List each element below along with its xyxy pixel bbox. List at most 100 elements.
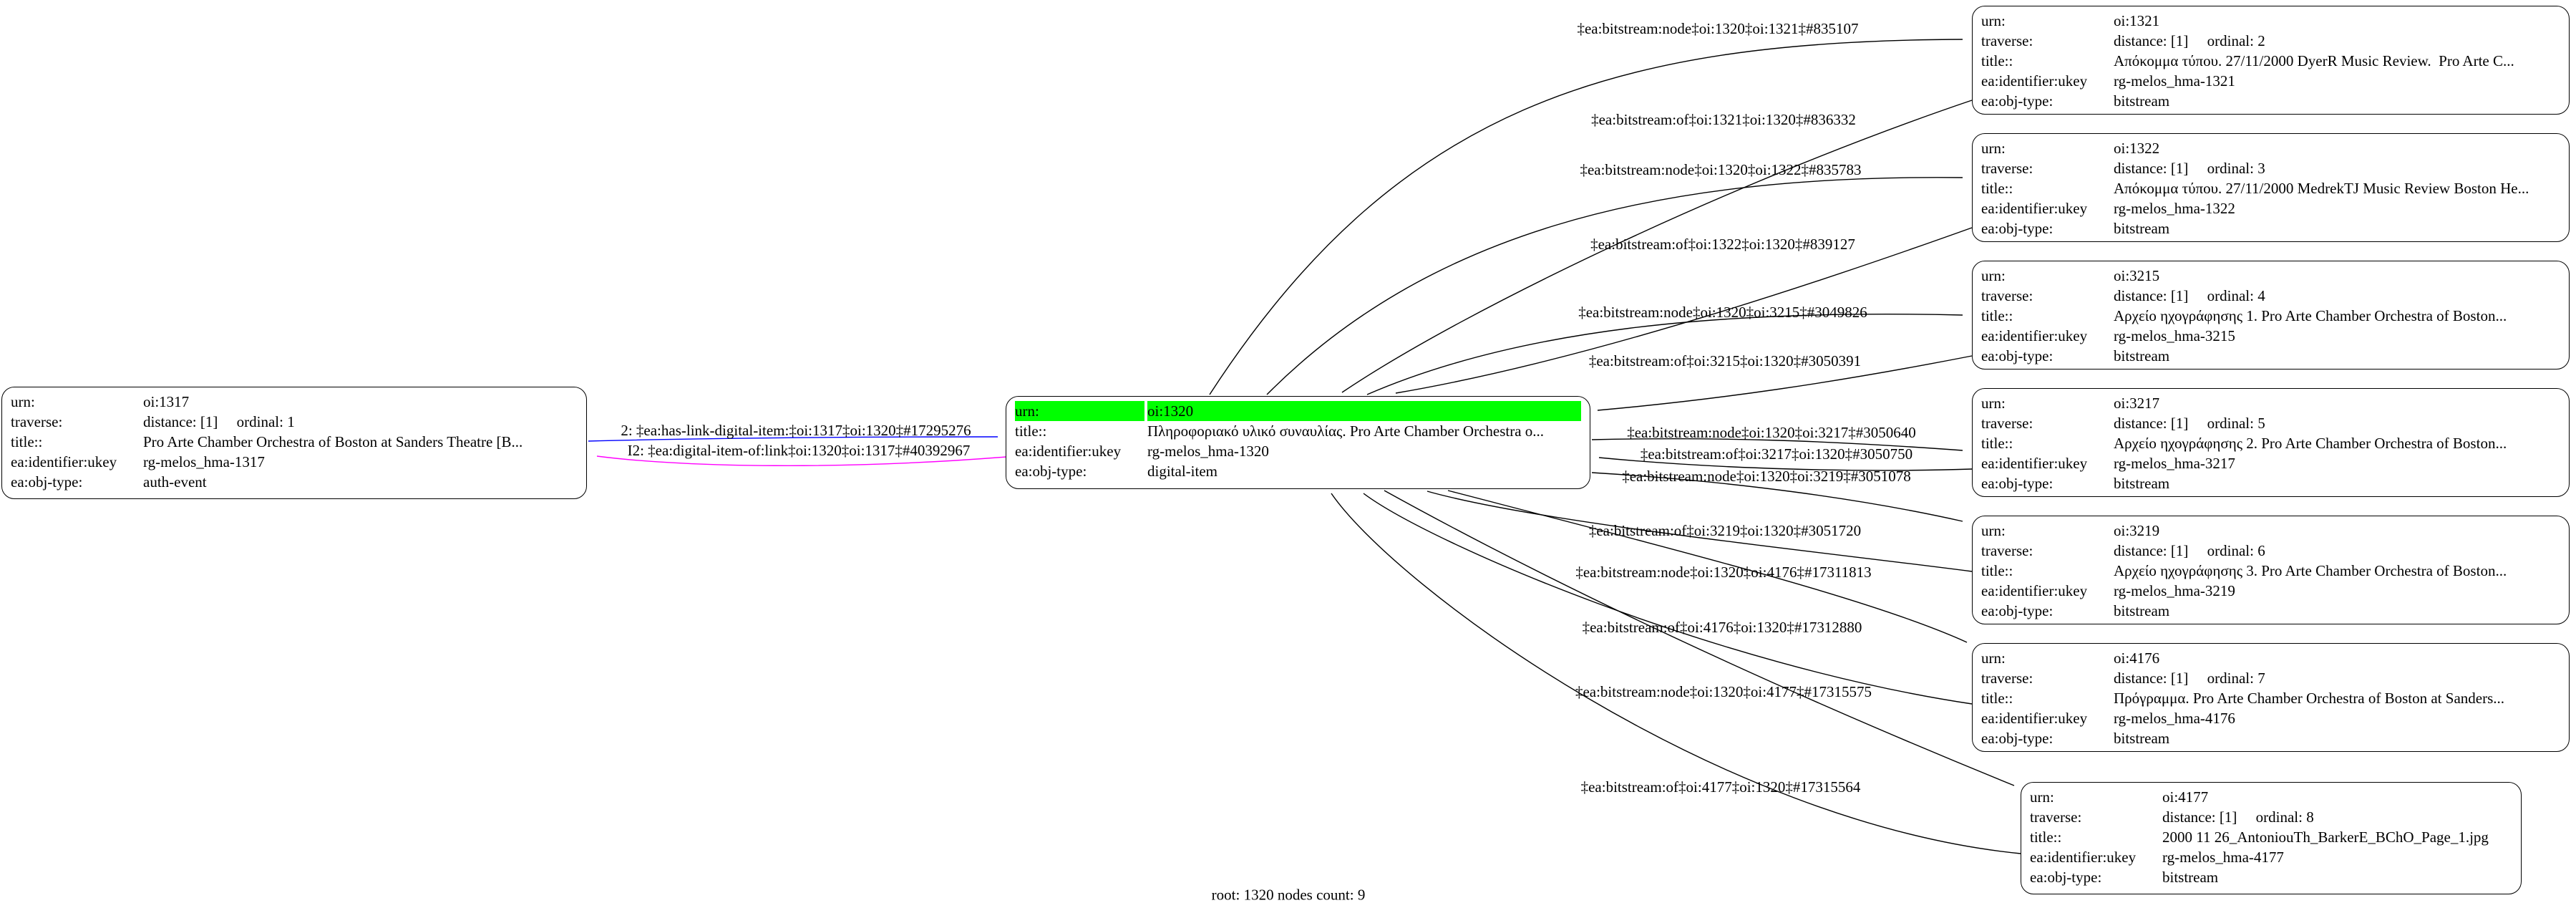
edge-bitstream-of-1321-1320 <box>1341 100 1973 393</box>
field-value: oi:1321 <box>2114 12 2160 29</box>
node-row: ea:obj-type:auth-event <box>2 472 586 492</box>
field-value: oi:3217 <box>2114 395 2160 412</box>
field-label: urn: <box>1981 140 2006 157</box>
field-value: oi:1322 <box>2114 140 2160 157</box>
edge-has-link-digital-item-1317-1320 <box>588 436 998 442</box>
field-value: distance: [1] ordinal: 7 <box>2114 670 2265 687</box>
edge-label-bitstream-node-1320-3219: ‡ea:bitstream:node‡oi:1320‡oi:3219‡#3051… <box>1622 468 1911 485</box>
edge-bitstream-of-1322-1320 <box>1395 227 1973 394</box>
field-label: urn: <box>11 393 35 410</box>
node-row: urn:oi:1317 <box>2 392 586 412</box>
field-label: urn: <box>1981 395 2006 412</box>
edge-label-bitstream-node-1320-4177: ‡ea:bitstream:node‡oi:1320‡oi:4177‡#1731… <box>1575 683 1872 700</box>
node-row: traverse:distance: [1] ordinal: 2 <box>1973 31 2569 51</box>
field-label: ea:identifier:ukey <box>1981 582 2088 599</box>
node-row: title::Πρόγραμμα. Pro Arte Chamber Orche… <box>1973 688 2569 708</box>
node-row: title::Αρχείο ηχογράφησης 1. Pro Arte Ch… <box>1973 306 2569 326</box>
field-label: title:: <box>1015 422 1047 440</box>
edge-bitstream-node-1320-3219 <box>1591 472 1963 522</box>
field-value: distance: [1] ordinal: 4 <box>2114 287 2265 304</box>
field-value: distance: [1] ordinal: 6 <box>2114 542 2265 559</box>
edge-label-bitstream-node-1320-4176: ‡ea:bitstream:node‡oi:1320‡oi:4176‡#1731… <box>1575 564 1872 581</box>
node-row: ea:identifier:ukey rg-melos_hma-4177 <box>2021 847 2521 867</box>
field-value: rg-melos_hma-3219 <box>2114 582 2235 599</box>
field-label: ea:identifier:ukey <box>11 453 117 470</box>
field-value: rg-melos_hma-4177 <box>2162 849 2284 866</box>
edge-label-bitstream-node-1320-3217: ‡ea:bitstream:node‡oi:1320‡oi:3217‡#3050… <box>1627 424 1916 441</box>
node-row: title::Pro Arte Chamber Orchestra of Bos… <box>2 432 586 452</box>
field-label: title:: <box>1981 690 2013 707</box>
field-label: title:: <box>1981 52 2013 69</box>
field-value: Απόκομμα τύπου. 27/11/2000 MedrekTJ Musi… <box>2114 180 2529 197</box>
field-value: bitstream <box>2114 602 2170 619</box>
field-label: ea:obj-type: <box>2030 869 2102 886</box>
field-value: oi:3215 <box>2114 267 2160 284</box>
field-label: urn: <box>1981 649 2006 667</box>
field-value: bitstream <box>2114 730 2170 747</box>
field-label: ea:obj-type: <box>1981 475 2053 492</box>
node-row: ea:obj-type: bitstream <box>1973 601 2569 621</box>
field-value: bitstream <box>2114 220 2170 237</box>
field-value: rg-melos_hma-3217 <box>2114 455 2235 472</box>
node-row: traverse:distance: [1] ordinal: 8 <box>2021 807 2521 827</box>
edge-label-bitstream-of-4176-1320: ‡ea:bitstream:of‡oi:4176‡oi:1320‡#173128… <box>1582 619 1862 636</box>
field-label: traverse: <box>1981 160 2033 177</box>
field-value: oi:4177 <box>2162 788 2209 806</box>
field-value: rg-melos_hma-4176 <box>2114 710 2235 727</box>
field-label: traverse: <box>1981 32 2033 49</box>
node-row: urn:oi:3219 <box>1973 521 2569 541</box>
node-row: ea:obj-type:bitstream <box>1973 473 2569 493</box>
node-row: traverse: distance: [1] ordinal: 1 <box>2 412 586 432</box>
edge-bitstream-of-3217-1320 <box>1598 457 1973 471</box>
field-value: oi:4176 <box>2114 649 2160 667</box>
node-row: ea:identifier:ukey rg-melos_hma-1317 <box>2 452 586 472</box>
edge-bitstream-node-1320-4177 <box>1384 490 2015 786</box>
node-row: urn: oi:3215 <box>1973 266 2569 286</box>
field-label: urn: <box>2030 788 2054 806</box>
field-value: rg-melos_hma-1317 <box>143 453 265 470</box>
node-row: traverse:distance: [1] ordinal: 4 <box>1973 286 2569 306</box>
edge-label-bitstream-of-3217-1320: ‡ea:bitstream:of‡oi:3217‡oi:1320‡#305075… <box>1640 445 1913 463</box>
field-label: ea:obj-type: <box>1981 220 2053 237</box>
field-value: 2000 11 26_AntoniouTh_BarkerE_BChO_Page_… <box>2162 829 2489 846</box>
field-value: Pro Arte Chamber Orchestra of Boston at … <box>143 433 523 450</box>
field-label: title:: <box>11 433 43 450</box>
edge-label-has-link-digital-item-1317-1320: 2: ‡ea:has-link-digital-item:‡oi:1317‡oi… <box>621 422 971 439</box>
node-row: title::Πληροφοριακό υλικό συναυλίας. Pro… <box>1006 421 1590 441</box>
edge-label-bitstream-node-1320-1322: ‡ea:bitstream:node‡oi:1320‡oi:1322‡#8357… <box>1580 161 1862 178</box>
field-value: distance: [1] ordinal: 1 <box>143 413 295 430</box>
node-oi-1321[interactable]: urn: oi:1321 traverse:distance: [1] ordina… <box>1972 6 2570 115</box>
node-oi-3215[interactable]: urn: oi:3215 traverse:distance: [1] ordina… <box>1972 261 2570 370</box>
node-oi-4176[interactable]: urn: oi:4176 traverse: distance: [1] ordina… <box>1972 643 2570 752</box>
field-label: ea:obj-type: <box>1981 92 2053 110</box>
field-label: traverse: <box>11 413 63 430</box>
field-label: traverse: <box>1981 415 2033 432</box>
field-value: Αρχείο ηχογράφησης 1. Pro Arte Chamber O… <box>2114 307 2507 324</box>
node-row: traverse:distance: [1] ordinal: 3 <box>1973 158 2569 178</box>
graph-footer-label: root: 1320 nodes count: 9 <box>1211 886 1366 904</box>
edge-label-bitstream-node-1320-3215: ‡ea:bitstream:node‡oi:1320‡oi:3215‡#3049… <box>1578 304 1867 321</box>
field-value: rg-melos_hma-3215 <box>2114 327 2235 344</box>
field-label: ea:identifier:ukey <box>2030 849 2137 866</box>
field-label: urn: <box>1981 12 2006 29</box>
field-value: Απόκομμα τύπου. 27/11/2000 DyerR Music R… <box>2114 52 2514 69</box>
field-label: traverse: <box>1981 670 2033 687</box>
node-row: ea:obj-type:bitstream <box>1973 91 2569 111</box>
field-label: traverse: <box>1981 542 2033 559</box>
field-label: title:: <box>1981 307 2013 324</box>
node-row: ea:identifier:ukey rg-melos_hma-3219 <box>1973 581 2569 601</box>
edge-bitstream-of-3219-1320 <box>1426 491 1973 572</box>
field-value: rg-melos_hma-1322 <box>2114 200 2235 217</box>
field-label: urn: <box>1981 267 2006 284</box>
field-label: ea:obj-type: <box>1981 602 2053 619</box>
